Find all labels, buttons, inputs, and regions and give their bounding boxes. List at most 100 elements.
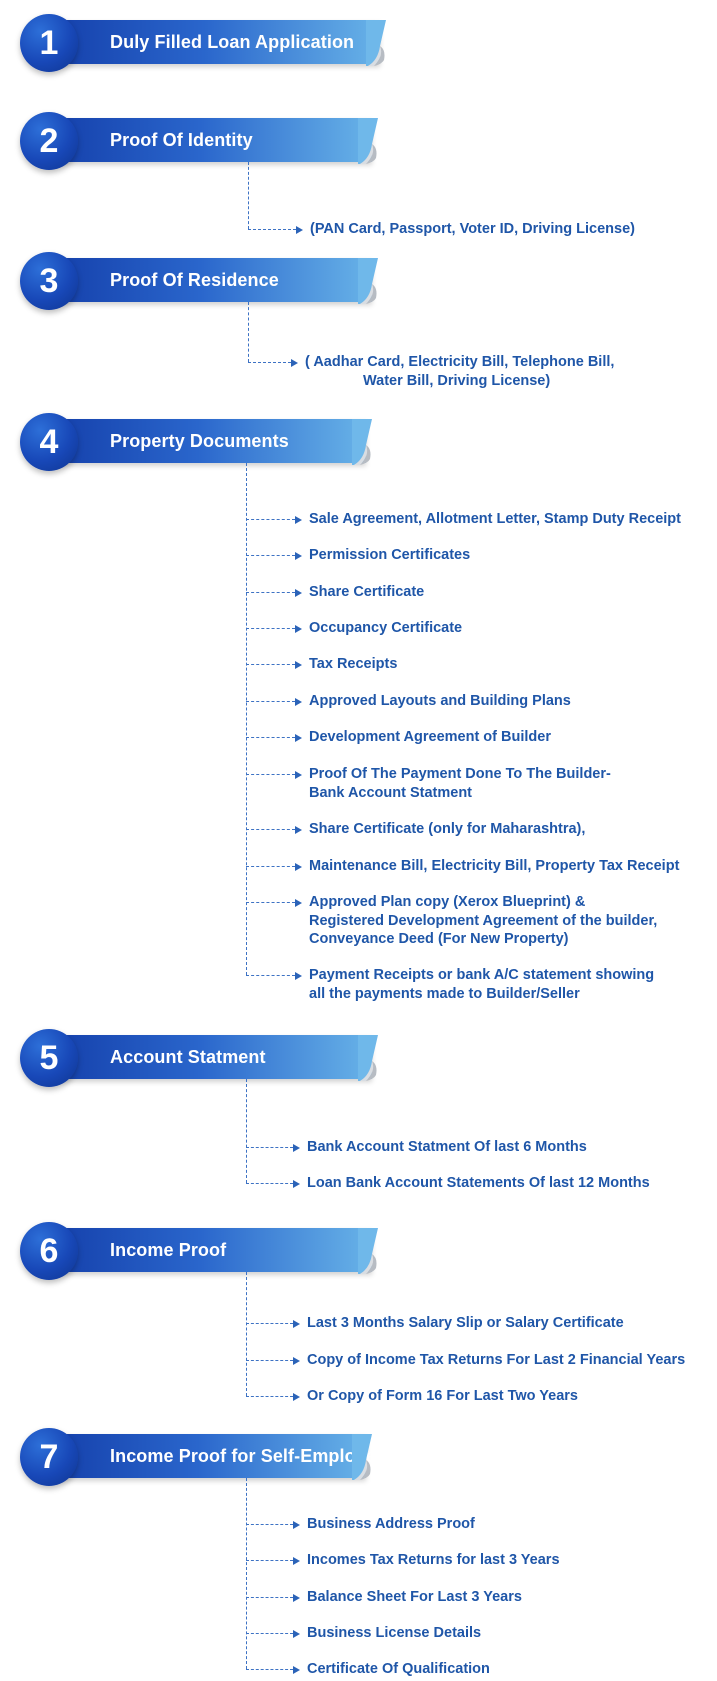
step-number-badge: 4	[20, 413, 78, 471]
step-number-badge: 7	[20, 1428, 78, 1486]
connector-branch	[246, 1669, 293, 1670]
page-curl-icon	[366, 20, 386, 66]
section-ribbon: Proof Of Residence	[60, 258, 378, 304]
arrow-right-icon	[296, 225, 303, 234]
arrow-right-icon	[291, 358, 298, 367]
list-item-text: Balance Sheet For Last 3 Years	[307, 1589, 522, 1605]
page-curl-icon	[352, 1434, 372, 1480]
connector-branch	[248, 362, 291, 363]
list-item-text: Share Certificate (only for Maharashtra)…	[309, 821, 586, 837]
arrow-right-icon	[293, 1629, 300, 1638]
section-title: Property Documents	[110, 431, 289, 451]
arrow-right-icon	[295, 515, 302, 524]
list-item-text: Share Certificate	[309, 584, 425, 600]
step-number-badge: 1	[20, 14, 78, 72]
arrow-right-icon	[295, 971, 302, 980]
section-title: Duly Filled Loan Application	[110, 32, 355, 52]
section-ribbon: Account Statment	[60, 1035, 378, 1081]
connector-branch	[246, 866, 295, 867]
list-item-text: Water Bill, Driving License)	[363, 373, 551, 389]
section-title: Proof Of Residence	[110, 270, 279, 290]
section-ribbon: Proof Of Identity	[60, 118, 378, 164]
list-item-text: all the payments made to Builder/Seller	[309, 985, 580, 1002]
section-banner: Duly Filled Loan Application 1	[20, 14, 386, 72]
section-ribbon: Income Proof for Self-Employed	[60, 1434, 387, 1480]
connector-branch	[246, 701, 295, 702]
list-item-text: Registered Development Agreement of the …	[309, 912, 658, 929]
list-item-text: Maintenance Bill, Electricity Bill, Prop…	[309, 858, 680, 874]
list-item-text: Development Agreement of Builder	[309, 729, 551, 745]
connector-branch	[246, 592, 295, 593]
connector-branch	[246, 829, 295, 830]
list-item-text: (PAN Card, Passport, Voter ID, Driving L…	[310, 221, 635, 237]
list-item-text: Bank Account Statment	[309, 784, 473, 801]
list-item-text: Certificate Of Qualification	[307, 1661, 490, 1677]
arrow-right-icon	[295, 551, 302, 560]
connector-trunk	[246, 1478, 247, 1669]
connector-trunk	[248, 162, 249, 229]
step-number-badge: 3	[20, 252, 78, 310]
list-item-text: Occupancy Certificate	[309, 620, 463, 636]
list-item-text: Business License Details	[307, 1625, 482, 1641]
section-title: Income Proof	[110, 1240, 227, 1260]
arrow-right-icon	[293, 1319, 300, 1328]
arrow-right-icon	[295, 825, 302, 834]
list-item-text: Proof Of The Payment Done To The Builder…	[309, 766, 611, 782]
arrow-right-icon	[293, 1556, 300, 1565]
arrow-right-icon	[295, 588, 302, 597]
list-item-text: Last 3 Months Salary Slip or Salary Cert…	[307, 1315, 624, 1331]
connector-branch	[246, 1323, 293, 1324]
connector-branch	[246, 1396, 293, 1397]
arrow-right-icon	[293, 1593, 300, 1602]
list-item-text: Incomes Tax Returns for last 3 Years	[307, 1552, 560, 1568]
list-item-text: Business Address Proof	[307, 1516, 475, 1532]
step-number-badge: 2	[20, 112, 78, 170]
connector-branch	[246, 1524, 293, 1525]
arrow-right-icon	[295, 862, 302, 871]
page-curl-icon	[358, 1228, 378, 1274]
list-item-text: Approved Layouts and Building Plans	[309, 693, 571, 709]
page-curl-icon	[358, 258, 378, 304]
connector-branch	[246, 1147, 293, 1148]
section-ribbon: Income Proof	[60, 1228, 378, 1274]
arrow-right-icon	[293, 1179, 300, 1188]
list-item-text: Or Copy of Form 16 For Last Two Years	[307, 1388, 578, 1404]
arrow-right-icon	[293, 1520, 300, 1529]
page-curl-icon	[358, 118, 378, 164]
section-banner: Income Proof 6	[20, 1222, 378, 1280]
arrow-right-icon	[295, 697, 302, 706]
connector-trunk	[248, 302, 249, 362]
arrow-right-icon	[295, 898, 302, 907]
section-title: Account Statment	[110, 1047, 266, 1067]
arrow-right-icon	[295, 624, 302, 633]
connector-branch	[248, 229, 296, 230]
connector-branch	[246, 975, 295, 976]
connector-branch	[246, 1560, 293, 1561]
arrow-right-icon	[295, 660, 302, 669]
list-item-text: ( Aadhar Card, Electricity Bill, Telepho…	[305, 354, 615, 370]
connector-branch	[246, 628, 295, 629]
connector-trunk	[246, 1079, 247, 1183]
list-item-text: Approved Plan copy (Xerox Blueprint) &	[309, 894, 586, 910]
page-curl-icon	[352, 419, 372, 465]
list-item-text: Sale Agreement, Allotment Letter, Stamp …	[309, 511, 681, 527]
section-ribbon: Duly Filled Loan Application	[60, 20, 386, 66]
list-item-text: Conveyance Deed (For New Property)	[309, 931, 569, 947]
connector-branch	[246, 1597, 293, 1598]
arrow-right-icon	[293, 1356, 300, 1365]
list-item-text: Payment Receipts or bank A/C statement s…	[309, 967, 655, 983]
connector-branch	[246, 902, 295, 903]
connector-trunk	[246, 463, 247, 975]
arrow-right-icon	[295, 733, 302, 742]
arrow-right-icon	[293, 1143, 300, 1152]
section-ribbon: Property Documents	[60, 419, 372, 465]
arrow-right-icon	[293, 1392, 300, 1401]
list-item-text: Loan Bank Account Statements Of last 12 …	[307, 1175, 650, 1191]
arrow-right-icon	[295, 770, 302, 779]
connector-branch	[246, 737, 295, 738]
step-number-badge: 6	[20, 1222, 78, 1280]
page-curl-icon	[358, 1035, 378, 1081]
